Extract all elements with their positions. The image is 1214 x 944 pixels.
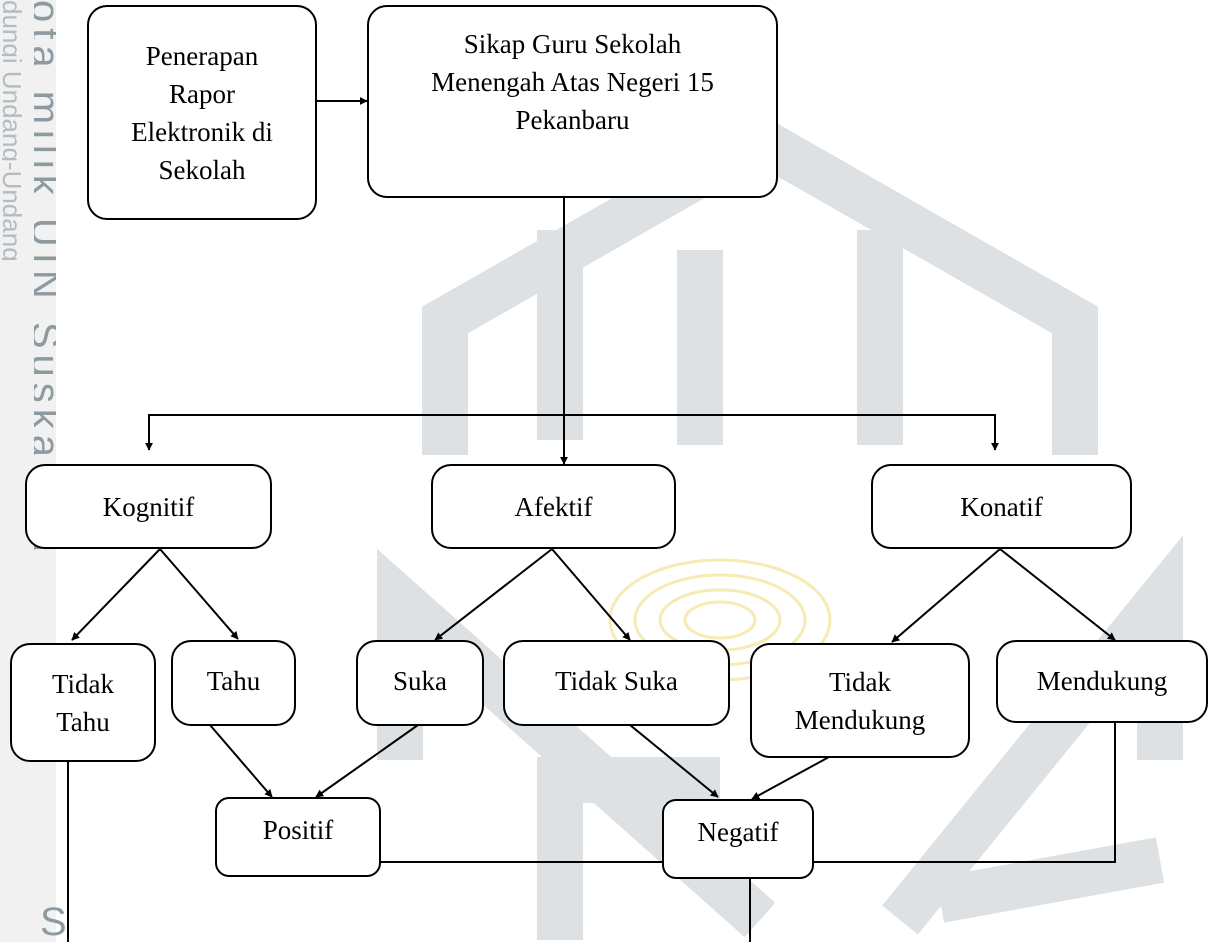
arrow-tidak-mendukung-negatif <box>751 756 830 800</box>
arrow-tidak-suka-negatif <box>629 724 719 798</box>
arrow-konatif-mendukung <box>999 548 1116 641</box>
arrow-afektif-tidak-suka <box>551 548 631 641</box>
arrow-afektif-suka <box>434 548 553 641</box>
arrow-kognitif-tahu <box>159 548 239 640</box>
node-tidak-tahu: Tidak Tahu <box>10 643 156 762</box>
arrow-konatif-tidak-mendukung <box>891 548 1001 643</box>
watermark-text-left: dungi Undang-Undang <box>2 0 22 262</box>
node-positif: Positif <box>215 797 381 877</box>
arrow-kognitif-tidak-tahu <box>71 548 161 641</box>
arrow-tahu-positif <box>209 724 273 798</box>
node-mendukung: Mendukung <box>996 640 1208 723</box>
node-negatif: Negatif <box>662 799 814 879</box>
node-konatif: Konatif <box>871 464 1132 549</box>
node-penerapan-rapor: Penerapan Rapor Elektronik di Sekolah <box>87 5 317 220</box>
node-suka: Suka <box>356 640 484 726</box>
arrow-suka-positif <box>315 724 419 798</box>
node-tidak-mendukung: Tidak Mendukung <box>750 643 970 758</box>
node-sikap-guru: Sikap Guru Sekolah Menengah Atas Negeri … <box>367 5 778 198</box>
node-afektif: Afektif <box>431 464 676 549</box>
watermark-text-vertical: ota milik UIN Suska Ria <box>34 0 56 558</box>
node-tidak-suka: Tidak Suka <box>503 640 730 726</box>
node-kognitif: Kognitif <box>25 464 272 549</box>
branch-line <box>148 414 996 450</box>
node-tahu: Tahu <box>171 640 296 726</box>
watermark-letter: S <box>40 900 67 944</box>
